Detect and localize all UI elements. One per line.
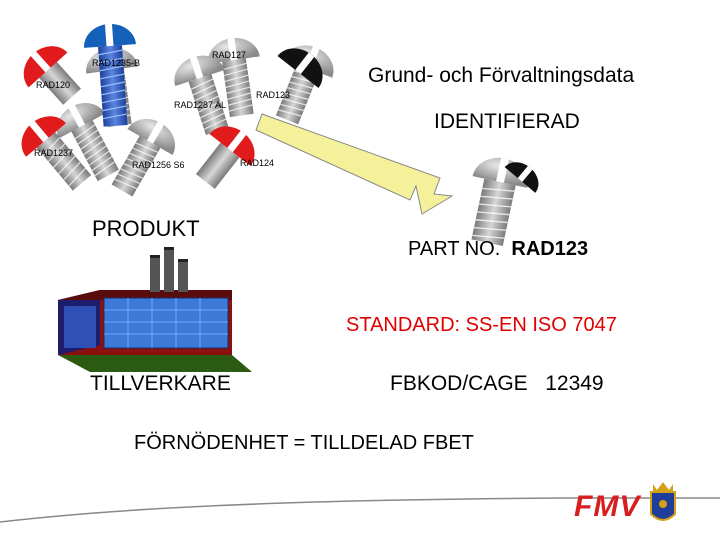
label-rad124: RAD124 <box>240 158 275 168</box>
product-label: PRODUKT <box>92 216 200 241</box>
fbkod-cage: FBKOD/CAGE 12349 <box>390 372 604 396</box>
part-number-label: PART NO. <box>408 238 501 260</box>
label-rad1237: RAD1237 <box>34 148 74 158</box>
fbkod-value: 12349 <box>545 372 604 395</box>
screw-red-topleft <box>23 46 82 105</box>
screw-blue <box>84 23 136 127</box>
screw-red-rad124 <box>195 126 255 189</box>
label-rad1287al: RAD1287 AL <box>174 100 227 110</box>
part-number-value: RAD123 <box>511 238 589 260</box>
factory-illustration <box>30 247 252 372</box>
identification-arrow <box>255 113 454 215</box>
screw-red-rad1237 <box>21 116 92 191</box>
label-rad123: RAD123 <box>256 90 291 100</box>
fmv-logo: FMV <box>574 490 641 523</box>
fbkod-label: FBKOD/CAGE <box>390 372 528 395</box>
footer-divider <box>0 497 720 523</box>
part-number: PART NO. RAD123 <box>408 238 588 261</box>
crown-emblem-icon <box>650 482 676 521</box>
label-rad120: RAD120 <box>36 80 71 90</box>
standard-label: STANDARD: SS-EN ISO 7047 <box>346 314 617 336</box>
manufacturer-label: TILLVERKARE <box>90 372 231 395</box>
label-rad1256s6: RAD1256 S6 <box>132 160 185 170</box>
page-title: Grund- och Förvaltningsdata <box>368 64 635 87</box>
screw-black-top <box>277 48 323 89</box>
footer-statement: FÖRNÖDENHET = TILLDELAD FBET <box>134 432 474 454</box>
screw-black-head-right <box>504 162 539 193</box>
identified-label: IDENTIFIERAD <box>434 110 580 133</box>
label-rad127: RAD127 <box>212 50 247 60</box>
label-rad1235b: RAD1235-B <box>92 58 141 68</box>
